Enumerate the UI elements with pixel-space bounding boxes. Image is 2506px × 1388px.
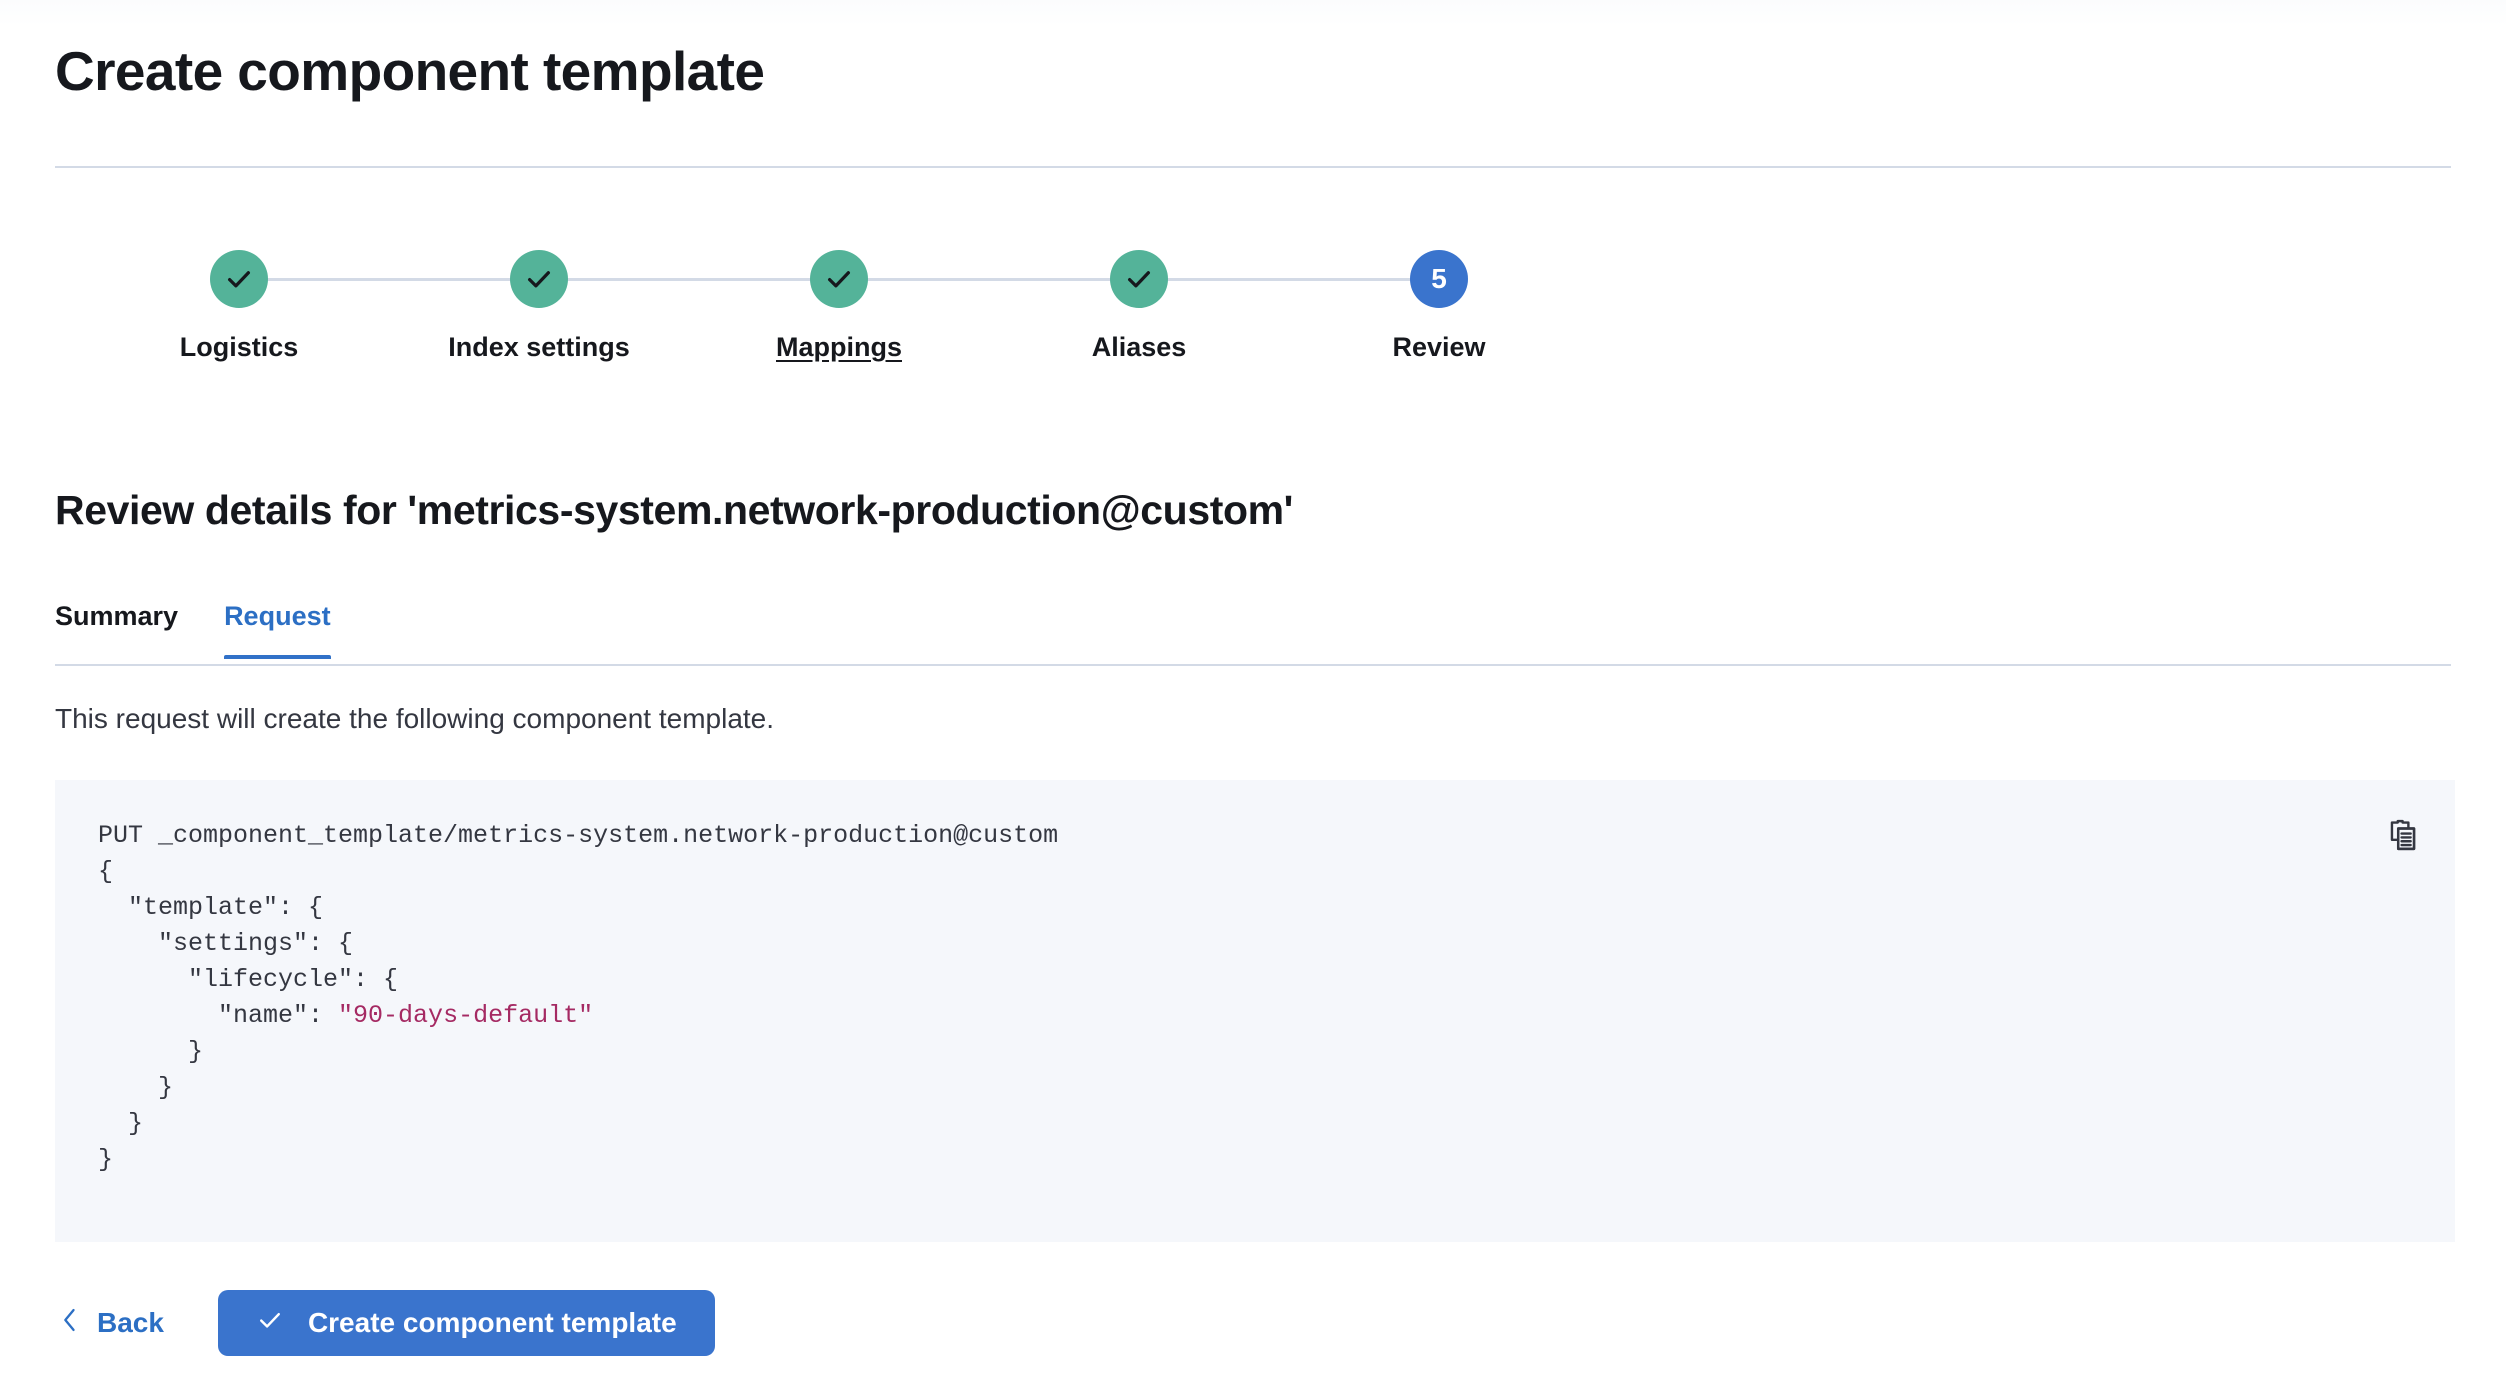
step-circle-mappings[interactable] [810, 250, 868, 308]
stepper-label-mappings[interactable]: Mappings [776, 332, 902, 362]
step-circle-review[interactable]: 5 [1410, 250, 1468, 308]
step-connector-1-2 [239, 278, 539, 281]
check-icon [256, 1306, 284, 1341]
step-connector-4-5 [1139, 278, 1439, 281]
step-number-review: 5 [1431, 263, 1447, 294]
create-component-template-button[interactable]: Create component template [217, 1290, 715, 1356]
stepper-label-review: Review [1392, 332, 1486, 362]
check-icon [524, 264, 554, 294]
tab-summary[interactable]: Summary [55, 601, 179, 631]
page-title: Create component template [55, 40, 765, 102]
request-code-block: PUT _component_template/metrics-system.n… [55, 780, 2455, 1242]
code-line-4: "name": [98, 1001, 339, 1030]
stepper-label-logistics: Logistics [179, 332, 299, 362]
code-line-2: "settings": { [98, 929, 354, 958]
step-circle-logistics[interactable] [210, 250, 268, 308]
tabs-divider [55, 664, 2451, 666]
code-line-0: { [98, 857, 114, 886]
check-icon [824, 264, 854, 294]
copy-clipboard-icon [2386, 818, 2420, 855]
review-tabs: Summary Request [55, 600, 2451, 666]
code-line-8: } [98, 1145, 114, 1174]
check-icon [224, 264, 254, 294]
code-line-5: } [98, 1037, 204, 1066]
code-line-1: "template": { [98, 893, 324, 922]
step-circle-index-settings[interactable] [510, 250, 568, 308]
code-line-3: "lifecycle": { [98, 965, 399, 994]
step-circle-aliases[interactable] [1110, 250, 1168, 308]
code-line-6: } [98, 1073, 174, 1102]
copy-to-clipboard-button[interactable] [2379, 812, 2427, 860]
code-method-line: PUT _component_template/metrics-system.n… [98, 821, 1059, 850]
back-button[interactable]: Back [55, 1300, 168, 1347]
review-heading: Review details for 'metrics-system.netwo… [55, 487, 1294, 533]
create-component-template-label: Create component template [307, 1307, 677, 1338]
stepper-label-aliases: Aliases [1091, 332, 1187, 362]
chevron-left-icon [59, 1306, 81, 1341]
code-string-value: "90-days-default" [338, 1001, 594, 1030]
request-description: This request will create the following c… [55, 703, 775, 734]
tab-request[interactable]: Request [224, 600, 331, 659]
stepper-item-logistics[interactable]: Logistics [79, 250, 399, 363]
title-divider [55, 166, 2451, 168]
step-connector-3-4 [839, 278, 1139, 281]
stepper-item-index-settings[interactable]: Index settings [379, 250, 699, 363]
wizard-stepper: Logistics Index settings Mappings [55, 250, 2451, 400]
request-code-text: PUT _component_template/metrics-system.n… [98, 818, 1058, 1178]
stepper-item-review[interactable]: 5 Review [1279, 250, 1599, 363]
stepper-item-aliases[interactable]: Aliases [979, 250, 1299, 363]
back-button-label: Back [97, 1307, 164, 1338]
wizard-footer-actions: Back Create component template [55, 1290, 715, 1356]
stepper-label-index-settings: Index settings [448, 332, 630, 362]
code-line-7: } [98, 1109, 144, 1138]
step-connector-2-3 [539, 278, 839, 281]
check-icon [1124, 264, 1154, 294]
stepper-item-mappings[interactable]: Mappings [679, 250, 999, 363]
